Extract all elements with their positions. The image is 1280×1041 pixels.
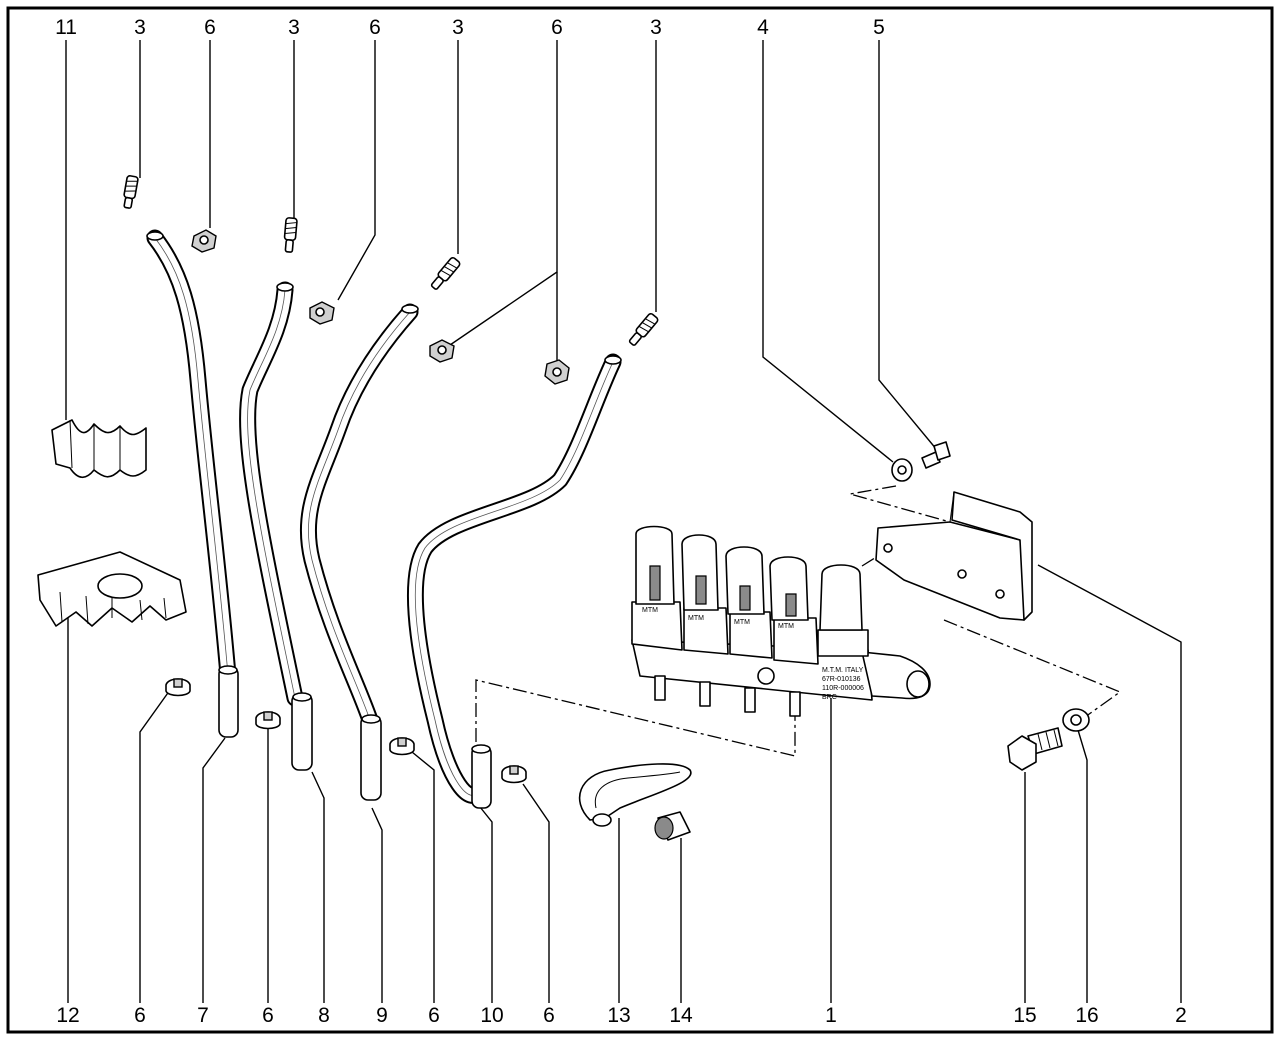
- clip-6c: [429, 339, 455, 363]
- hose-8: [239, 281, 313, 771]
- callout-6b: 6: [369, 16, 381, 39]
- injector-marking-c: MTM: [734, 619, 750, 626]
- callout-9: 9: [376, 1004, 388, 1027]
- callout-4: 4: [757, 16, 769, 39]
- callout-6d: 6: [134, 1004, 146, 1027]
- callout-7: 7: [197, 1004, 209, 1027]
- injector-marking-d: MTM: [778, 623, 794, 630]
- clip-6e: [165, 678, 191, 697]
- nozzle-3a: [123, 175, 139, 209]
- callout-16: 16: [1075, 1004, 1098, 1027]
- leader-lines: [65, 40, 1182, 1003]
- screw-5: [921, 441, 951, 469]
- callout-2: 2: [1175, 1004, 1187, 1027]
- callout-12: 12: [56, 1004, 79, 1027]
- injector-rail-1: M.T.M. ITALY 67R-010136 110R-000006 BRC …: [631, 525, 931, 717]
- diagram-border: [6, 6, 1274, 1034]
- callout-1: 1: [825, 1004, 837, 1027]
- nozzle-3c: [430, 256, 461, 290]
- washer-4: [891, 458, 913, 482]
- callout-3c: 3: [452, 16, 464, 39]
- nozzle-3b: [283, 217, 298, 253]
- callout-14: 14: [669, 1004, 693, 1027]
- callout-8: 8: [318, 1004, 330, 1027]
- clip-6f: [255, 711, 281, 730]
- clip-6d: [544, 359, 570, 385]
- callout-3b: 3: [288, 16, 300, 39]
- hose-9: [299, 303, 419, 801]
- rail-approval-3: BRC: [822, 694, 837, 701]
- injector-marking-a: MTM: [642, 607, 658, 614]
- rail-approval-1: 67R-010136: [822, 676, 861, 683]
- callout-5: 5: [873, 16, 885, 39]
- callout-6e: 6: [262, 1004, 274, 1027]
- callout-6c: 6: [551, 16, 563, 39]
- hose-holder-11: [51, 419, 147, 479]
- bracket-2: [875, 491, 1033, 621]
- callout-6f: 6: [428, 1004, 440, 1027]
- strap-13: [578, 763, 692, 827]
- callout-6a: 6: [204, 16, 216, 39]
- clip-6g: [389, 737, 415, 756]
- hose-7: [146, 229, 239, 738]
- callout-10: 10: [480, 1004, 503, 1027]
- clip-6b: [309, 301, 335, 325]
- washer-16: [1062, 708, 1090, 732]
- spacer-14: [654, 811, 691, 841]
- bolt-15: [1007, 727, 1063, 771]
- callout-15: 15: [1013, 1004, 1036, 1027]
- callout-3d: 3: [650, 16, 662, 39]
- callout-13: 13: [607, 1004, 630, 1027]
- injector-marking-b: MTM: [688, 615, 704, 622]
- callout-11: 11: [55, 16, 77, 39]
- callout-3a: 3: [134, 16, 146, 39]
- rail-approval-2: 110R-000006: [822, 685, 864, 692]
- bottom-callouts: 12 6 7 6 8 9 6 10 6 13 14 1 15 16 2: [56, 1004, 1187, 1027]
- hose-holder-12: [37, 551, 187, 627]
- callout-6g: 6: [543, 1004, 555, 1027]
- top-callouts: 11 3 6 3 6 3 6 3 4 5: [55, 16, 885, 39]
- clip-6h: [501, 765, 527, 784]
- rail-brand-marking: M.T.M. ITALY: [822, 667, 864, 674]
- clip-6a: [191, 229, 217, 253]
- hose-10: [406, 353, 622, 809]
- nozzle-3d: [628, 312, 659, 346]
